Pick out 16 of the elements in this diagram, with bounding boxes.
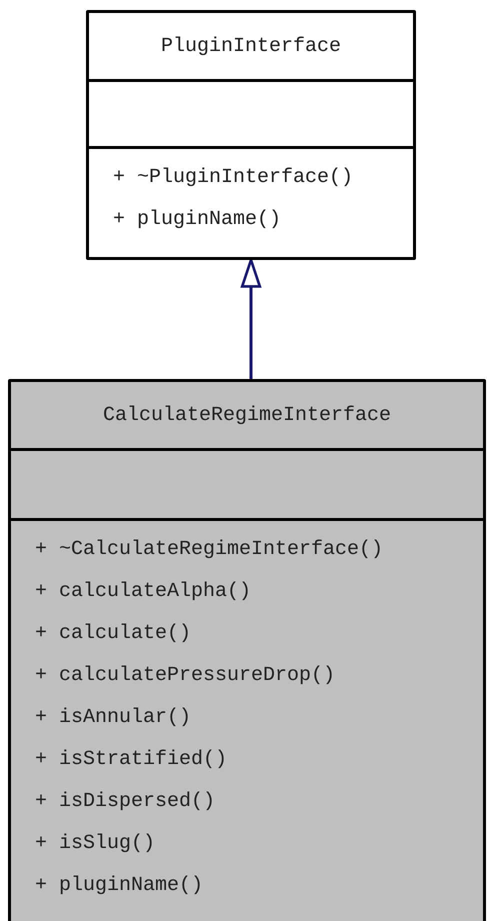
class-name: CalculateRegimeInterface — [102, 404, 392, 426]
class-box — [86, 10, 416, 260]
method-name: + isStratified() — [35, 747, 228, 773]
method-name: + ~PluginInterface() — [113, 165, 354, 191]
class-box — [8, 379, 486, 921]
method-name: + calculatePressureDrop() — [35, 663, 336, 689]
inheritance-arrow — [240, 258, 262, 379]
class-name: PluginInterface — [160, 34, 342, 58]
method-name: + isAnnular() — [35, 705, 192, 731]
method-name: + isDispersed() — [35, 789, 216, 815]
method-name: + pluginName() — [35, 873, 204, 899]
method-name: + ~CalculateRegimeInterface() — [35, 537, 384, 563]
method-name: + calculateAlpha() — [35, 579, 252, 605]
method-name: + isSlug() — [35, 831, 156, 857]
method-name: + calculate() — [35, 621, 192, 647]
method-name: + pluginName() — [113, 207, 282, 233]
